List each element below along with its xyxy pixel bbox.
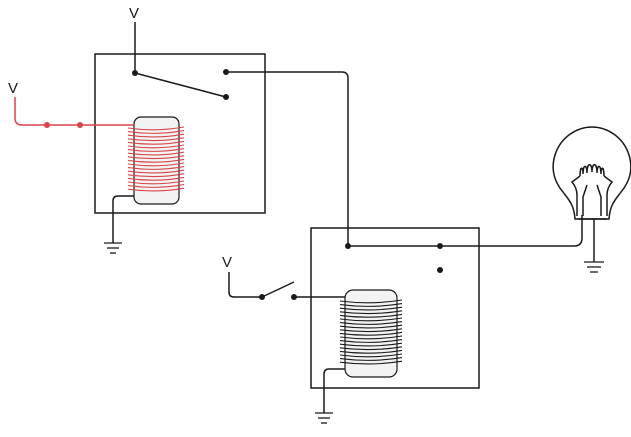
coil-2-ground-wire [323,368,345,413]
light-bulb-icon [552,126,631,220]
relay-1-coil [127,116,185,205]
switch-supply-label: V [222,254,232,271]
coil-winding [339,346,403,351]
coil-winding [127,126,185,131]
coil-winding [127,173,185,178]
coil-winding [339,317,403,322]
relay-2-open-contact [437,267,443,273]
coil-winding [339,342,403,347]
coil-winding [339,357,403,361]
ground-symbol-1 [104,242,122,254]
coil-1-supply-label: V [8,80,18,97]
coil-winding [127,148,185,152]
coil-winding [339,313,403,318]
coil-winding [127,184,185,188]
ground-symbol-2 [315,412,333,424]
relay-1-switch-arm [134,72,227,98]
coil-winding [339,328,403,333]
coil-winding [339,349,403,354]
coil-winding [127,169,185,174]
coil-winding [127,158,185,163]
ground-symbol-3 [584,261,604,273]
coil-winding [339,331,403,336]
coil-winding [339,310,403,315]
coil-winding [127,133,185,138]
coil-1-supply-wire [14,97,134,126]
coil-winding [127,130,185,134]
coil-1-ground-wire [112,195,134,243]
coil-1-junction-left [44,122,50,128]
coil-winding [339,360,403,365]
relay-link-wire [226,71,349,246]
coil-winding [339,353,403,358]
coil-winding [339,299,403,304]
coil-winding [127,144,185,149]
coil-winding [339,324,403,329]
coil-winding [127,180,185,185]
coil-winding [339,303,403,307]
coil-winding [127,166,185,170]
coil-winding [127,140,185,145]
relay-2-coil [339,289,403,378]
coil-winding [339,339,403,343]
coil-winding [339,335,403,340]
coil-winding [339,321,403,325]
coil-winding [127,162,185,167]
coil-winding [127,176,185,181]
coil-1-junction-right [77,122,83,128]
relay-1-nc-contact [223,94,229,100]
relay-1-housing [94,53,266,214]
coil-winding [127,137,185,142]
relay-2-housing [310,227,480,389]
relay-1-supply-label: V [129,5,139,22]
coil-winding [339,306,403,311]
coil-winding [127,155,185,160]
switch-supply-wire [228,272,262,298]
lamp-feed-wire [440,215,583,247]
open-switch-lever [261,281,295,298]
coil-winding [127,151,185,156]
coil-winding [127,187,185,192]
